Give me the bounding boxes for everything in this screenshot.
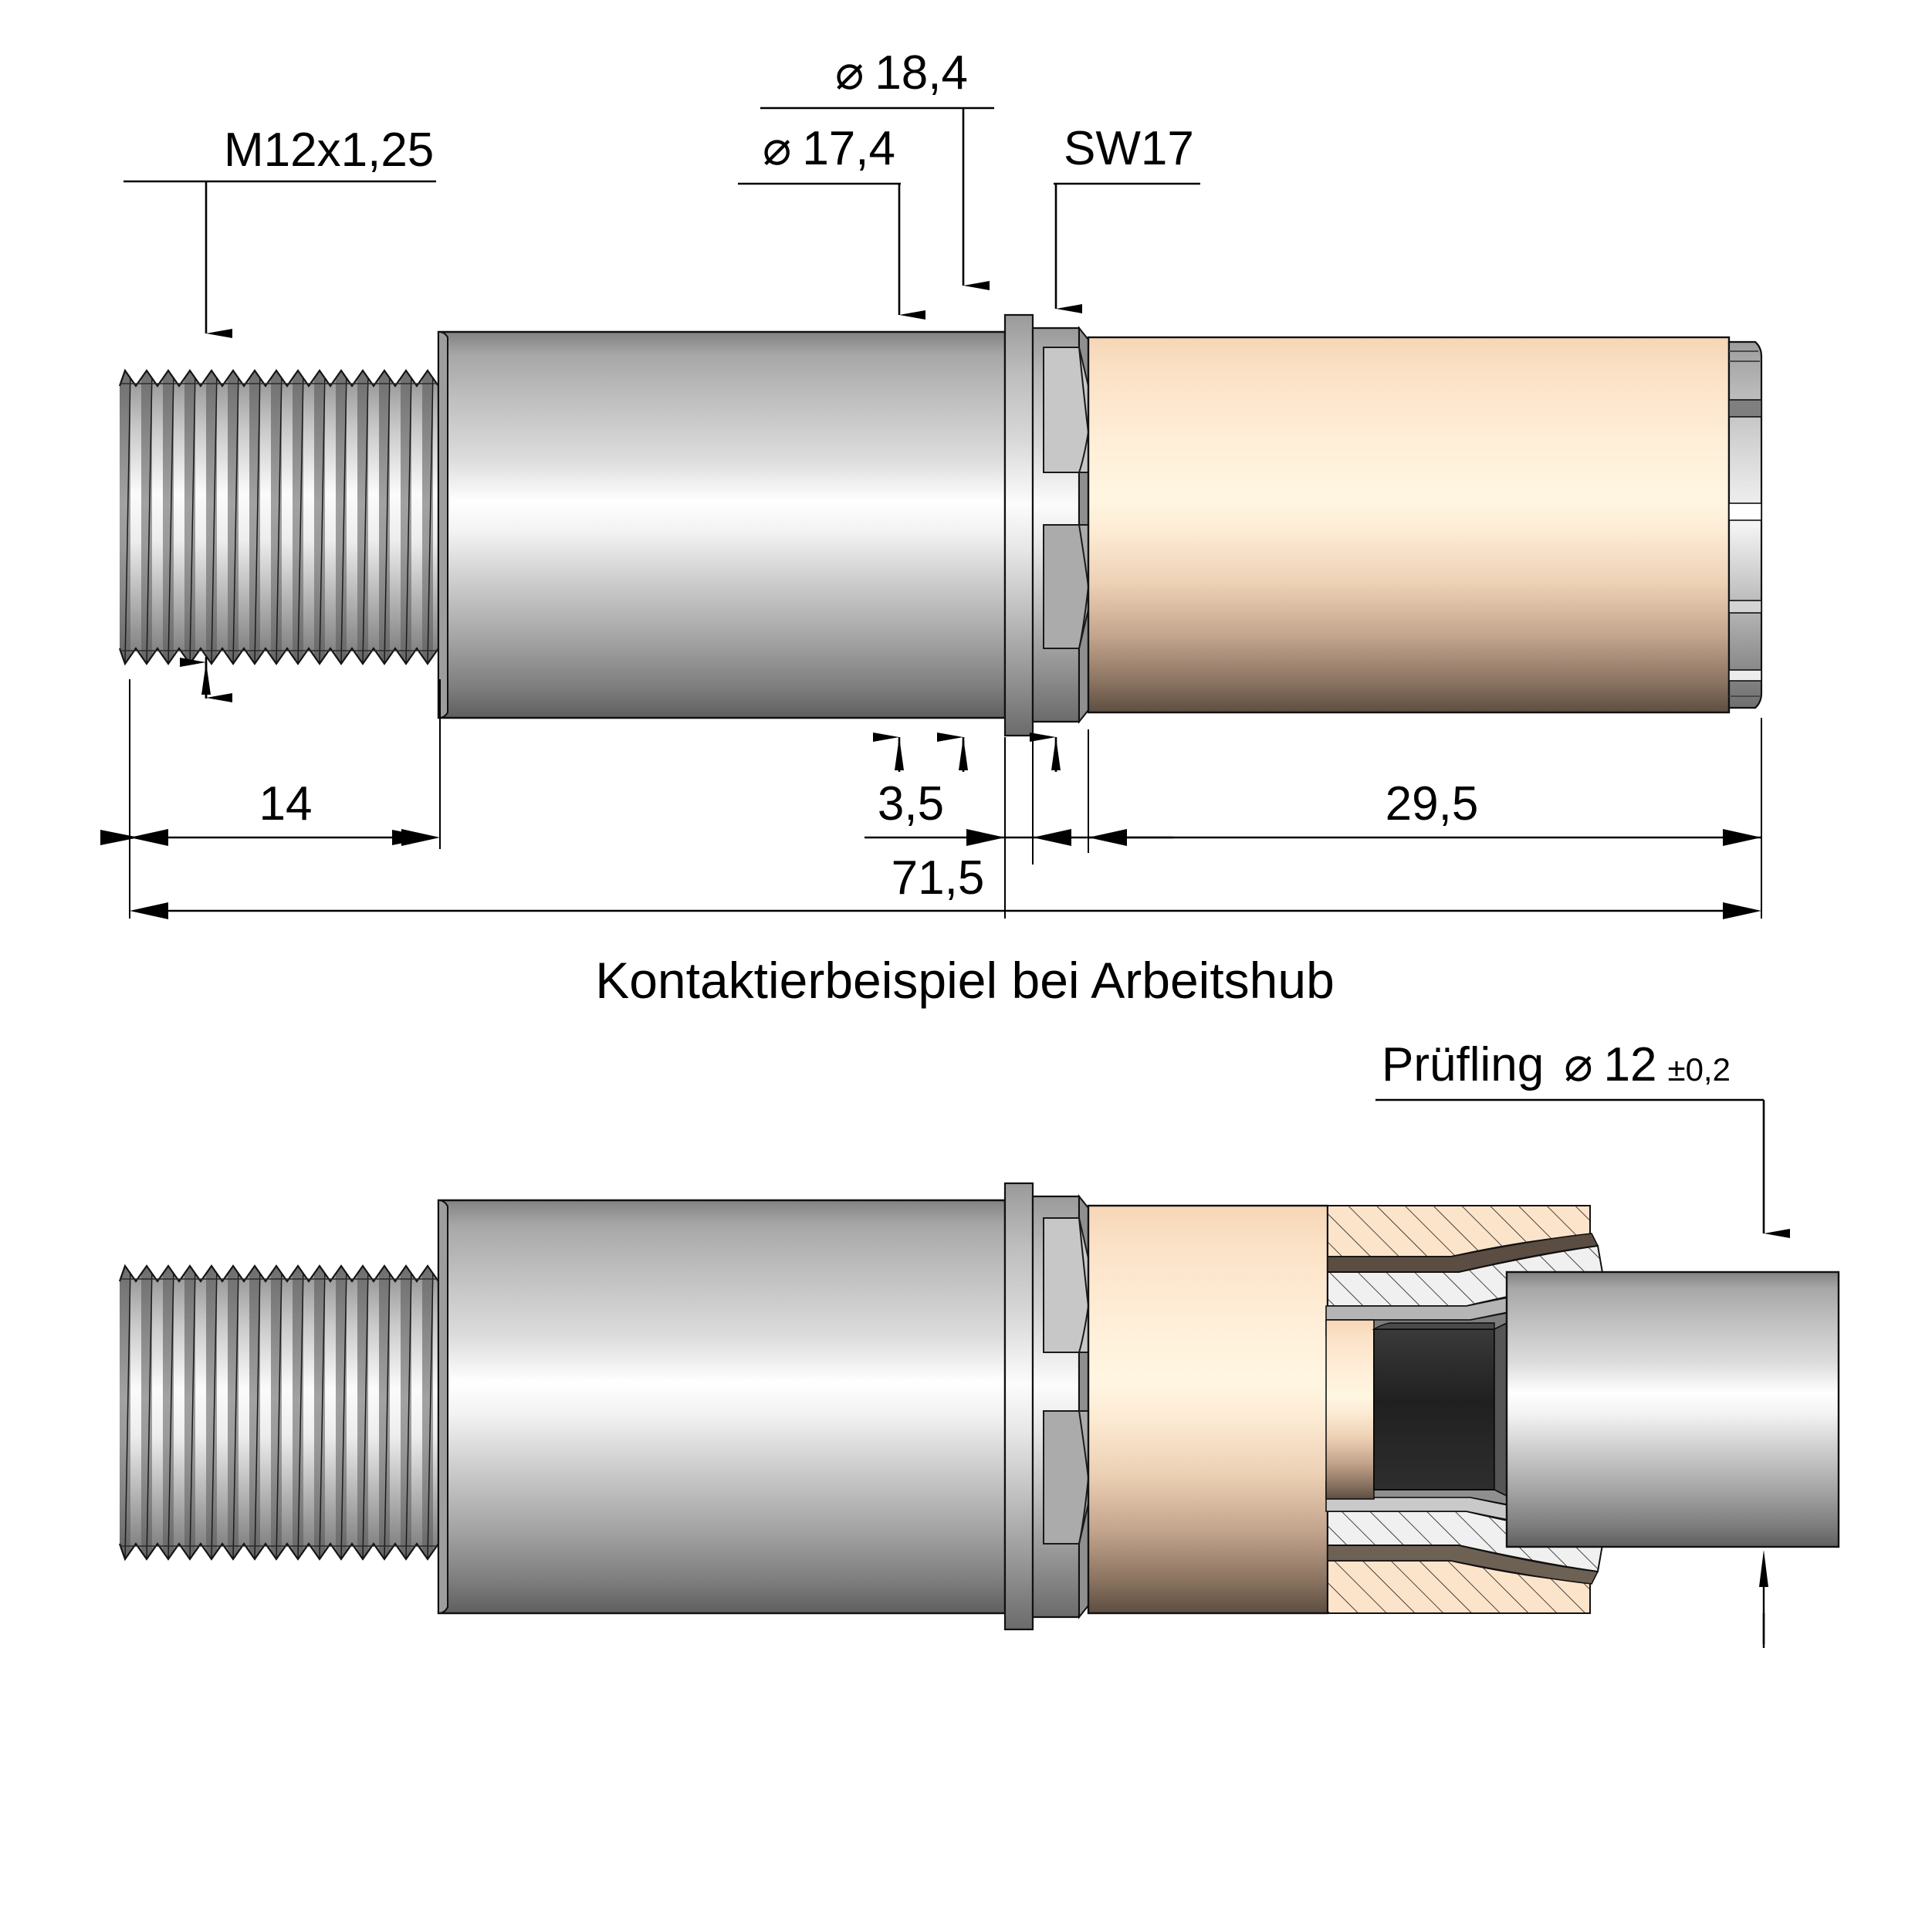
dimension-3-5-text: 3,5 [878, 777, 944, 831]
label-pruefling: Prüfling⌀12±0,2 [1382, 1038, 1731, 1091]
main-body-cylinder-upper [437, 330, 1007, 719]
pruefling-arrow-bottom [1759, 1550, 1768, 1587]
dimension-14: 14 [100, 679, 441, 919]
lower-section-view: Prüfling⌀12±0,2 [118, 1038, 1840, 1648]
dimension-29-5-text: 29,5 [1386, 777, 1479, 831]
flange-collar-lower [1003, 1182, 1034, 1631]
brass-sleeve-lower [1087, 1204, 1329, 1615]
label-sw17: SW17 [1064, 122, 1194, 175]
hex-nut-sw17-upper [1031, 326, 1089, 724]
upper-assembly-view: M12x1,25 ⌀18,4 ⌀17,4 SW17 14 [100, 46, 1763, 919]
spike-arrow-up-group [201, 662, 1061, 770]
pruefling-specimen-rod [1505, 1271, 1840, 1548]
section-caption: Kontaktierbeispiel bei Arbeitshub [595, 952, 1335, 1009]
label-thread-m12: M12x1,25 [224, 123, 434, 177]
label-diameter-18-4: ⌀18,4 [835, 46, 968, 100]
dimension-71-5-text: 71,5 [892, 851, 985, 905]
dimension-14-text: 14 [259, 777, 313, 831]
dimension-3-5: 3,5 [864, 737, 1173, 919]
dimension-71-5: 71,5 [129, 837, 1761, 919]
dimension-29-5: 29,5 [1088, 718, 1762, 919]
threaded-shank-upper [118, 363, 440, 679]
main-body-cylinder-lower [437, 1199, 1007, 1615]
hex-nut-sw17-lower [1031, 1194, 1089, 1619]
collet-tip-upper [1727, 340, 1763, 709]
flange-collar-upper [1003, 313, 1034, 737]
brass-sleeve-upper [1087, 336, 1731, 714]
label-diameter-17-4: ⌀17,4 [763, 122, 895, 175]
threaded-shank-lower [118, 1257, 440, 1578]
thread-crest-bottom [120, 648, 440, 679]
